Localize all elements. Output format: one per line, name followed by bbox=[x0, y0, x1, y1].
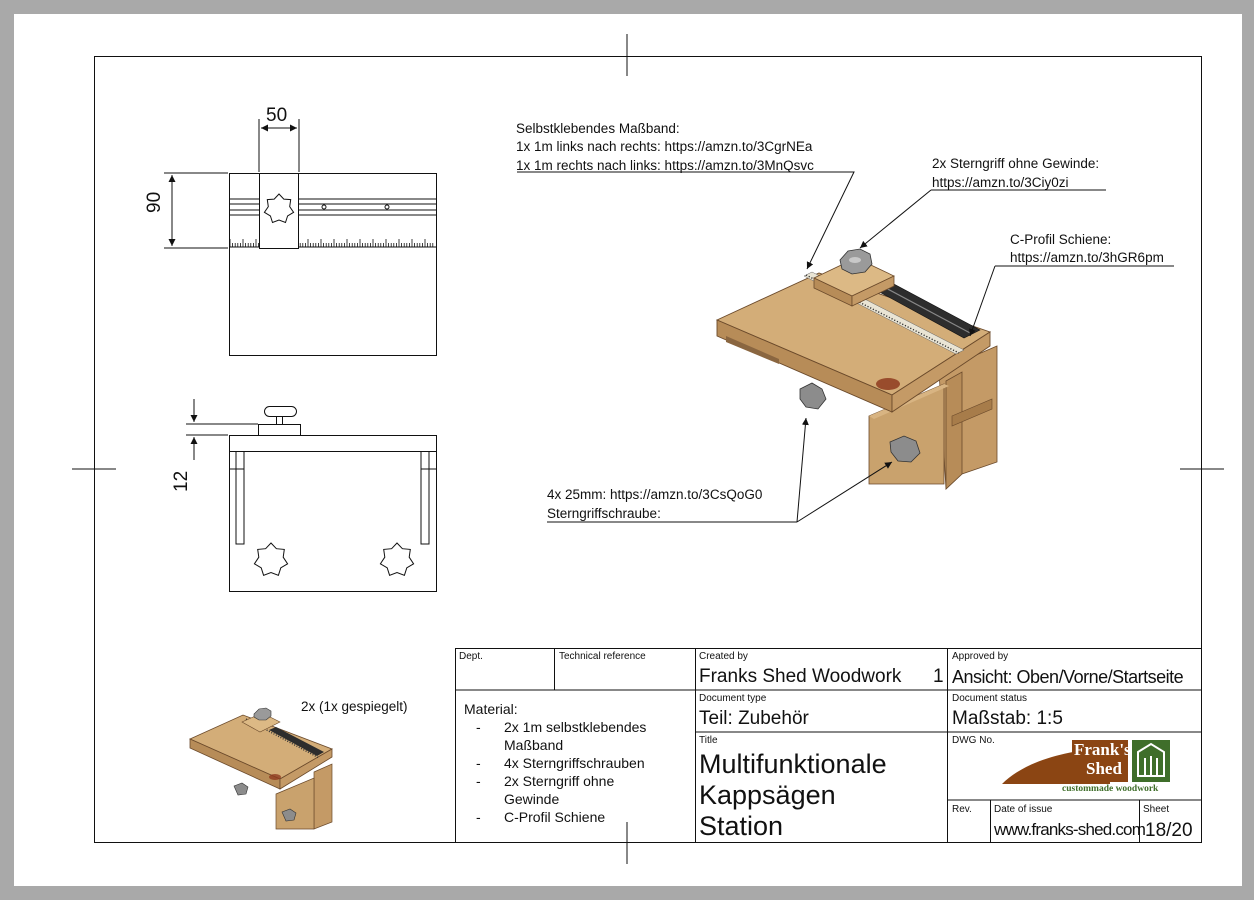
annotation-star-knob-line1: 2x Sterngriff ohne Gewinde: bbox=[932, 156, 1100, 171]
small-isometric-view bbox=[189, 707, 333, 830]
dimension-width-label: 50 bbox=[266, 105, 288, 126]
document-status-value: Maßstab: 1:5 bbox=[952, 708, 1063, 729]
dimension-knob-offset-label: 12 bbox=[171, 470, 192, 492]
star-screw-right-icon bbox=[379, 542, 415, 576]
isometric-view bbox=[715, 248, 998, 490]
logo-text-shed: Shed bbox=[1086, 759, 1122, 778]
website-value: www.franks-shed.com bbox=[994, 820, 1146, 839]
leader-lines bbox=[517, 171, 1174, 523]
document-type-value: Teil: Zubehör bbox=[699, 708, 809, 729]
logo-tagline: custommade woodwork bbox=[1062, 784, 1159, 794]
annotation-c-profile-line1: C-Profil Schiene: bbox=[1010, 232, 1112, 247]
annotation-star-knob-line2: https://amzn.to/3Ciy0zi bbox=[932, 175, 1069, 190]
logo-text-franks: Frank's bbox=[1074, 740, 1131, 759]
annotation-c-profile-line2: https://amzn.to/3hGR6pm bbox=[1010, 250, 1164, 265]
title-line-3: Station bbox=[699, 811, 784, 841]
annotation-measuring-tape-line1: 1x 1m links nach rechts: https://amzn.to… bbox=[516, 139, 813, 154]
franks-shed-logo bbox=[1002, 740, 1170, 784]
material-title: Material: bbox=[464, 701, 518, 717]
rev-label: Rev. bbox=[952, 804, 972, 815]
sheet-label: Sheet bbox=[1143, 804, 1170, 815]
measuring-tape-scale bbox=[229, 239, 434, 247]
approved-by-value: Ansicht: Oben/Vorne/Startseite bbox=[952, 667, 1184, 687]
quantity-note: 2x (1x gespiegelt) bbox=[301, 699, 408, 714]
annotation-measuring-tape-line2: 1x 1m rechts nach links: https://amzn.to… bbox=[516, 158, 814, 173]
material-item: -2x 1m selbstklebendes Maßband bbox=[476, 719, 647, 753]
dimension-height-label: 90 bbox=[144, 191, 165, 213]
annotation-star-screw-line2: Sterngriffschraube: bbox=[547, 506, 661, 521]
created-by-value: Franks Shed Woodwork bbox=[699, 666, 902, 687]
document-status-label: Document status bbox=[952, 693, 1028, 704]
front-view bbox=[229, 406, 437, 592]
star-screw-iso-2-icon bbox=[889, 435, 921, 463]
annotation-measuring-tape-title: Selbstklebendes Maßband: bbox=[516, 121, 680, 136]
sheet-value: 18/20 bbox=[1145, 820, 1193, 841]
date-of-issue-label: Date of issue bbox=[994, 804, 1053, 815]
document-type-label: Document type bbox=[699, 693, 767, 704]
star-screw-iso-1-icon bbox=[799, 382, 827, 410]
dimension-width bbox=[258, 119, 300, 172]
star-knob-top-icon bbox=[263, 193, 295, 224]
title-block-grid bbox=[455, 648, 1202, 843]
material-item: -C-Profil Schiene bbox=[476, 809, 606, 825]
top-view bbox=[229, 173, 437, 356]
star-screw-left-icon bbox=[253, 542, 289, 576]
drawing-canvas bbox=[72, 34, 1224, 864]
drawing-sheet: 50 90 12 Selbstklebendes Maßband: 1x 1m … bbox=[14, 14, 1242, 886]
title-label: Title bbox=[699, 735, 718, 746]
technical-reference-label: Technical reference bbox=[559, 651, 646, 662]
title-line-2: Kappsägen bbox=[699, 780, 836, 810]
annotation-star-screw-line1: 4x 25mm: https://amzn.to/3CsQoG0 bbox=[547, 487, 763, 502]
dimension-knob-offset bbox=[186, 399, 258, 460]
dwg-no-label: DWG No. bbox=[952, 735, 995, 746]
dept-label: Dept. bbox=[459, 651, 483, 662]
title-line-1: Multifunktionale bbox=[699, 749, 887, 779]
dimension-height bbox=[164, 172, 228, 249]
material-item: -2x Sterngriff ohne Gewinde bbox=[476, 773, 615, 807]
approved-by-label: Approved by bbox=[952, 651, 1009, 662]
material-list: -2x 1m selbstklebendes Maßband - 4x Ster… bbox=[476, 718, 646, 826]
material-item: - 4x Sterngriffschrauben bbox=[476, 755, 645, 771]
created-by-number: 1 bbox=[933, 666, 944, 687]
created-by-label: Created by bbox=[699, 651, 748, 662]
